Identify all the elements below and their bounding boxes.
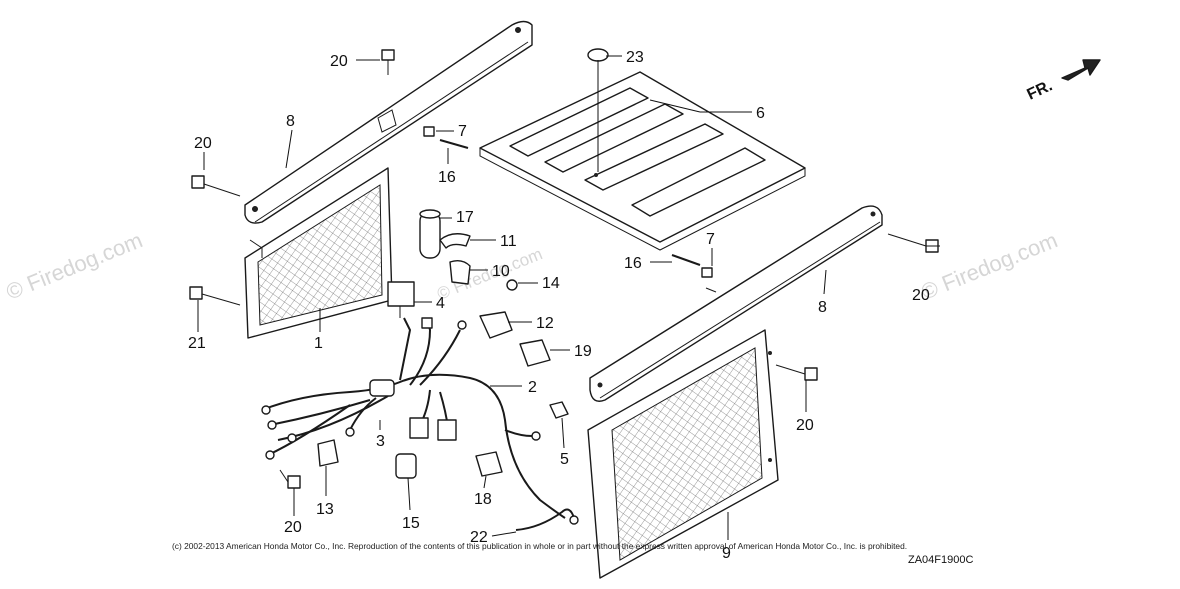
- clip-5: [549, 401, 569, 419]
- callout-3: 3: [376, 433, 385, 450]
- bolt-21: [189, 286, 241, 306]
- leader-lines: [197, 55, 940, 540]
- callout-5: 5: [560, 451, 569, 468]
- side-rail-right: [589, 205, 883, 402]
- callout-11: 11: [500, 233, 517, 250]
- callout-20-right: 20: [912, 287, 930, 304]
- side-rail-left: [244, 20, 533, 224]
- clip-13: [317, 439, 339, 467]
- holder-18: [475, 451, 503, 477]
- grommet-10: [449, 259, 471, 285]
- nut-7-right: [701, 267, 717, 293]
- callout-1: 1: [314, 335, 323, 352]
- callout-labels: 20 23 8 7 6 20 16 17 11 7 16 20 10 14 4 …: [188, 49, 930, 562]
- cylinder-17: [419, 209, 441, 259]
- callout-16-top: 16: [438, 169, 456, 186]
- callout-15: 15: [402, 515, 420, 532]
- bolt-20-bottom: [279, 469, 301, 489]
- callout-20-top: 20: [330, 53, 348, 70]
- holder-19: [519, 339, 551, 367]
- callout-21: 21: [188, 335, 206, 352]
- wire-harness: [261, 317, 566, 519]
- holder-12: [479, 311, 513, 339]
- callout-7-right: 7: [706, 231, 715, 248]
- callout-20-bottom: 20: [284, 519, 302, 536]
- callout-17: 17: [456, 209, 474, 226]
- nut-7-top: [423, 126, 435, 137]
- mesh-panel-left: [244, 167, 393, 339]
- callout-20-center: 20: [796, 417, 814, 434]
- callout-10: 10: [492, 263, 510, 280]
- callout-13: 13: [316, 501, 334, 518]
- callout-18: 18: [474, 491, 492, 508]
- floor-panel: [479, 71, 806, 251]
- holder-15: [395, 453, 417, 479]
- clip-14: [506, 279, 518, 291]
- diagram-code: ZA04F1900C: [908, 554, 973, 566]
- callout-22: 22: [470, 529, 488, 546]
- callout-4: 4: [436, 295, 445, 312]
- clamp-11: [439, 233, 471, 249]
- copyright-notice: (c) 2002-2013 American Honda Motor Co., …: [172, 541, 907, 551]
- callout-8-left: 8: [286, 113, 295, 130]
- bolt-20-left: [191, 175, 241, 197]
- bolt-20-center: [775, 364, 818, 381]
- watermark-left: © Firedog.com: [3, 227, 146, 304]
- mesh-panel-right: [587, 329, 779, 579]
- callout-12: 12: [536, 315, 554, 332]
- watermark-right: © Firedog.com: [918, 227, 1061, 304]
- callout-20-left: 20: [194, 135, 212, 152]
- callout-23: 23: [626, 49, 644, 66]
- pin-16-top: [439, 139, 469, 149]
- front-direction-arrow: FR.: [1025, 59, 1101, 104]
- callout-16-right: 16: [624, 255, 642, 272]
- callout-6: 6: [756, 105, 765, 122]
- pin-16-right: [671, 254, 701, 266]
- front-label: FR.: [1025, 77, 1056, 103]
- callout-7-top: 7: [458, 123, 467, 140]
- callout-14: 14: [542, 275, 560, 292]
- callout-8-right: 8: [818, 299, 827, 316]
- bolt-20-right: [887, 233, 939, 253]
- cable-22: [515, 508, 579, 531]
- callout-9: 9: [722, 545, 731, 562]
- bolt-20-top: [381, 49, 395, 75]
- callout-2: 2: [528, 379, 537, 396]
- callout-19: 19: [574, 343, 592, 360]
- plug-23: [587, 48, 609, 62]
- relay-4: [387, 281, 415, 318]
